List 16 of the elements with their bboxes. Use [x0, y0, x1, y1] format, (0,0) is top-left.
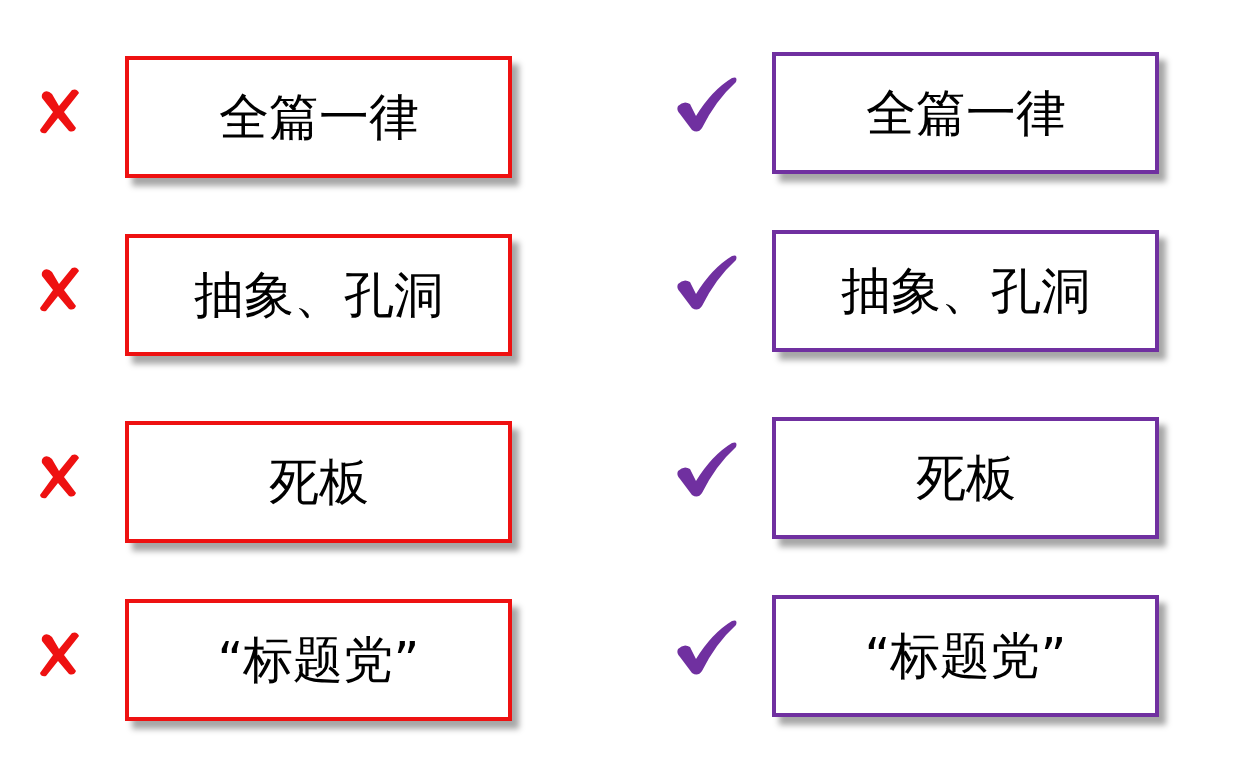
- box-text: 全篇一律: [865, 82, 1066, 144]
- text-box: [772, 230, 1159, 352]
- box-text: “标题党”: [864, 625, 1067, 687]
- text-box: [772, 417, 1159, 539]
- box-text: 死板: [268, 451, 369, 513]
- text-box: [125, 421, 512, 543]
- text-box: [125, 234, 512, 356]
- text-box: [772, 595, 1159, 717]
- box-text: 全篇一律: [218, 86, 419, 148]
- text-box: [772, 52, 1159, 174]
- box-text: 死板: [915, 447, 1016, 509]
- box-text: “标题党”: [217, 629, 420, 691]
- text-box: [125, 56, 512, 178]
- text-box: [125, 599, 512, 721]
- box-text: 抽象、孔洞: [840, 260, 1091, 322]
- box-text: 抽象、孔洞: [193, 264, 444, 326]
